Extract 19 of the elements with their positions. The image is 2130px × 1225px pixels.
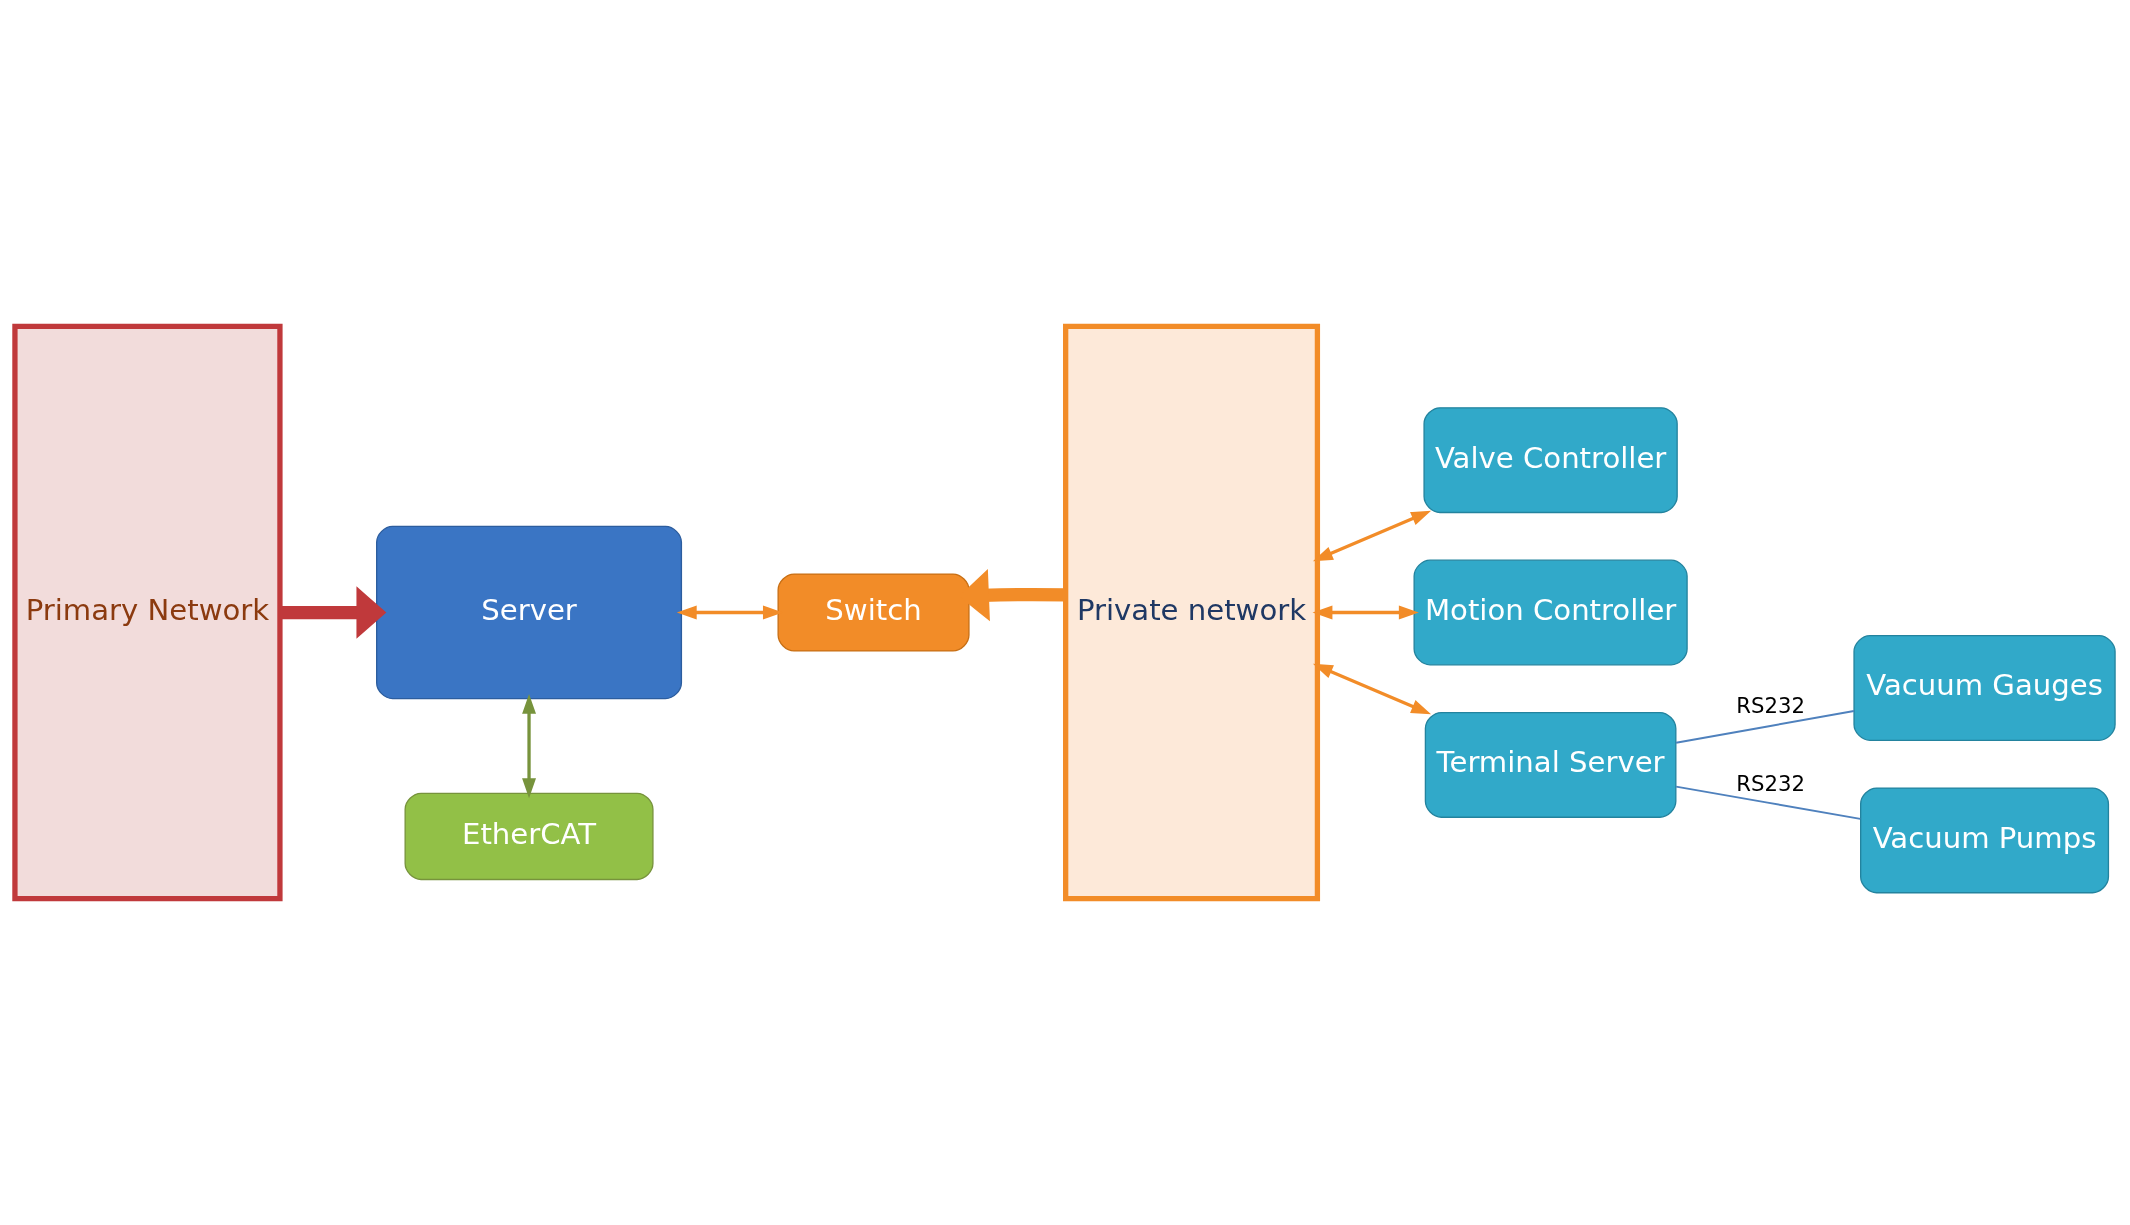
node-box: Vacuum Gauges: [1853, 635, 2116, 742]
node-box: Valve Controller: [1423, 407, 1678, 514]
arrow: [1312, 605, 1419, 620]
node-box: Motion Controller: [1413, 559, 1688, 666]
connector: [1675, 785, 1862, 820]
node-box: Server: [376, 525, 683, 700]
node-box: Terminal Server: [1424, 711, 1677, 818]
node-box: EtherCAT: [404, 792, 654, 881]
arrow: [1312, 663, 1432, 715]
node-box: Switch: [777, 573, 970, 652]
edge-label: RS232: [1736, 692, 1805, 718]
node-box: Vacuum Pumps: [1860, 787, 2110, 894]
arrow: [1312, 510, 1432, 562]
arrow: [280, 586, 387, 639]
arrow: [522, 693, 536, 799]
edge-label: RS232: [1736, 771, 1805, 797]
node-box: Primary Network: [12, 323, 283, 902]
connector: [1675, 710, 1855, 744]
node-box: Private network: [1063, 323, 1321, 902]
